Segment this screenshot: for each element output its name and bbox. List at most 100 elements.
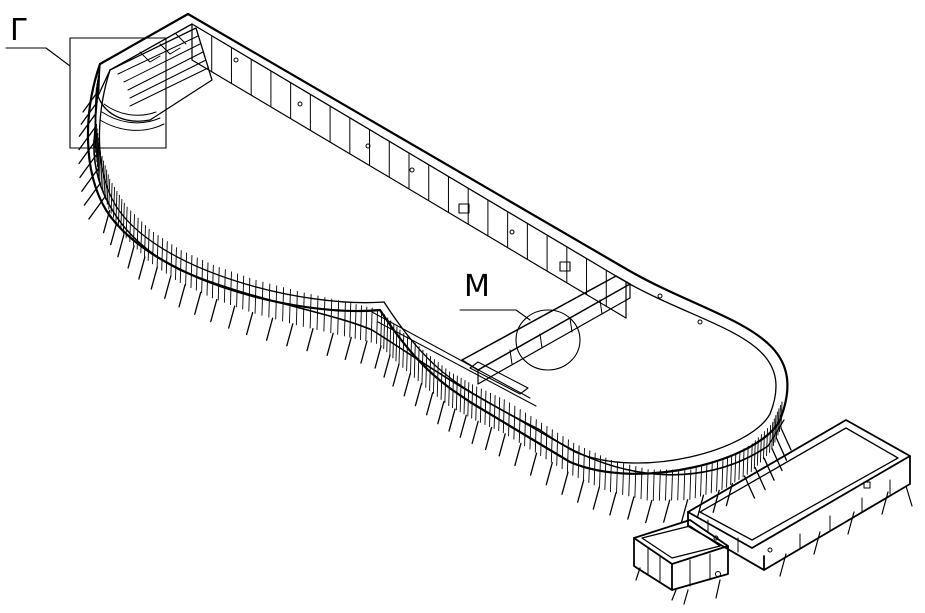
brace-tick — [117, 234, 125, 258]
brace-tick — [150, 266, 158, 290]
wall-hatch-line — [529, 415, 532, 450]
pool-rim — [86, 12, 789, 475]
brace-tick — [88, 196, 106, 220]
brace-tick — [592, 486, 600, 510]
brace-tick — [164, 275, 172, 299]
wall-hatch-line — [110, 182, 113, 214]
wall-hatch-line — [540, 422, 543, 457]
brace-tick — [78, 126, 96, 151]
detail-frame-g — [69, 37, 167, 149]
wall-hatch-line — [96, 137, 99, 167]
far-wall-panel-seams — [211, 35, 607, 307]
brace-tick — [326, 332, 334, 356]
wall-hatch-line — [417, 346, 420, 382]
wall-hatch-line — [365, 306, 368, 342]
brace-tick — [484, 426, 493, 451]
brace-tick — [680, 499, 689, 523]
wall-hatch-line — [622, 462, 625, 495]
brace-tick — [545, 462, 553, 486]
brace-tick — [286, 323, 294, 347]
brace-tick — [743, 475, 756, 499]
wall-hatch-line — [295, 290, 298, 326]
wall-hatch-line — [330, 298, 333, 334]
wall-hatch-line — [652, 469, 655, 501]
brace-tick — [780, 427, 792, 451]
wall-hatch-line — [593, 452, 596, 486]
callout-label-g: Г — [10, 13, 28, 48]
wall-hatch-line — [742, 448, 745, 478]
wall-hatch-line — [518, 409, 521, 443]
brace-tick — [80, 101, 98, 125]
wall-hatch-line — [746, 445, 749, 475]
wall-hatch-line — [97, 71, 100, 99]
wall-hatch-line — [479, 388, 482, 423]
wall-hatch-line — [211, 264, 214, 299]
wall-hatch-line — [475, 386, 478, 421]
wall-hatch-line — [467, 382, 470, 417]
wall-hatch-line — [96, 75, 99, 103]
brace-tick — [228, 305, 236, 329]
wall-hatch-line — [95, 128, 98, 158]
wall-hatch-line — [721, 460, 724, 490]
detail-circle-m — [515, 309, 581, 371]
wall-hatch-line — [386, 317, 389, 353]
wall-hatch-line — [710, 463, 713, 494]
wall-hatch-line — [108, 178, 111, 210]
wall-hatch-line — [452, 373, 454, 409]
wall-hatch-line — [185, 252, 188, 286]
wall-hatch-line — [248, 277, 251, 312]
wall-hatch-line — [392, 323, 395, 359]
leader-line-g — [5, 47, 71, 67]
wall-hatch-line — [395, 326, 398, 362]
brace-tick — [127, 245, 135, 269]
wall-hatch-line — [99, 151, 102, 182]
leader-line-m — [459, 309, 531, 321]
wall-hatch-line — [572, 442, 575, 476]
wall-hatch-line — [152, 231, 154, 265]
wall-hatch-line — [769, 424, 772, 453]
wall-hatch-line — [421, 349, 424, 385]
wall-hatch-line — [97, 142, 100, 172]
wall-hatch-line — [413, 343, 416, 378]
wall-hatch-line — [195, 257, 198, 291]
wall-hatch-line — [354, 304, 357, 339]
brace-tick — [344, 336, 352, 361]
wall-hatch-line — [774, 415, 777, 443]
wall-hatch-line — [98, 146, 101, 177]
wall-hatch-line — [716, 461, 719, 492]
wall-hatch-line — [772, 418, 775, 447]
wall-hatch-line — [360, 305, 362, 341]
wall-hatch-line — [634, 466, 637, 498]
wall-hatch-line — [753, 440, 756, 469]
wall-hatch-line — [646, 469, 649, 501]
brace-tick — [265, 317, 274, 341]
wall-hatch-line — [756, 437, 759, 466]
brace-tick — [78, 140, 96, 165]
wall-hatch-line — [777, 408, 780, 436]
pool-outer-wall — [93, 63, 785, 476]
wall-hatch-line — [144, 225, 146, 258]
wall-hatch-line — [323, 297, 326, 332]
wall-hatch-line — [671, 469, 674, 501]
wall-hatch-line — [349, 302, 352, 338]
wall-hatch-line — [604, 457, 607, 490]
brace-tick — [138, 256, 146, 280]
wall-hatch-line — [738, 450, 741, 480]
wall-hatch-line — [463, 379, 466, 415]
wall-hatch-line — [343, 301, 346, 337]
wall-hatch-line — [455, 375, 458, 411]
brace-tick — [471, 420, 479, 445]
wall-hatch-line — [616, 461, 618, 494]
wall-hatch-line — [113, 186, 115, 218]
partition-bridge — [371, 275, 631, 407]
wall-hatch-line — [254, 279, 257, 314]
brace-tick — [609, 492, 617, 516]
brace-tick — [448, 408, 456, 432]
wall-hatch-line — [165, 241, 168, 274]
wall-hatch-line — [316, 295, 319, 331]
wall-hatch-line — [508, 402, 510, 437]
wall-hatch-line — [484, 390, 487, 425]
wall-hatch-line — [190, 255, 193, 289]
wall-hatch-line — [534, 419, 537, 453]
